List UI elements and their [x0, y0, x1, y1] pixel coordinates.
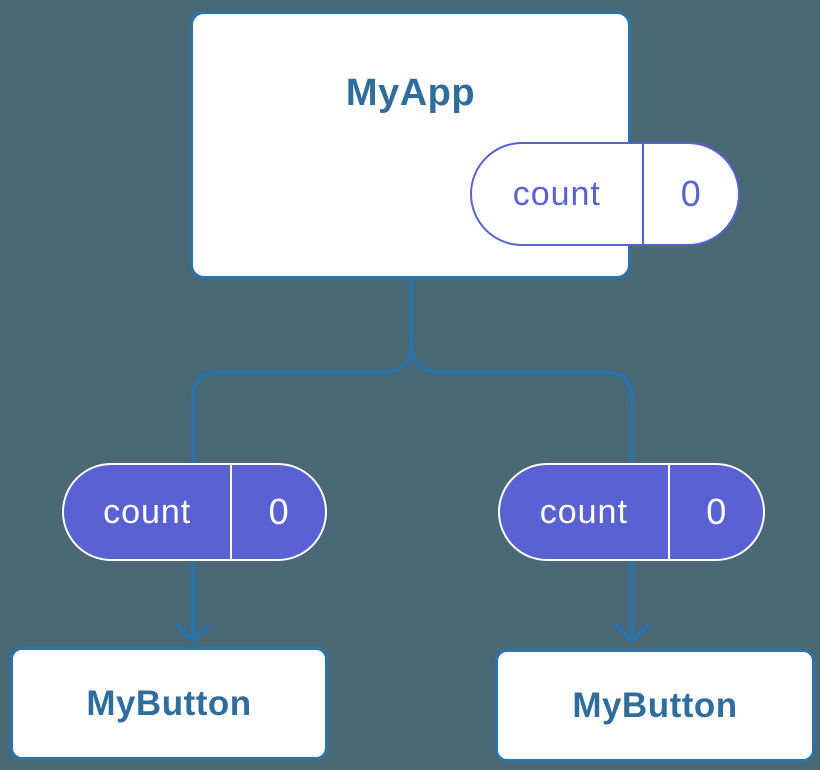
node-mybutton-title: MyButton	[572, 685, 738, 725]
node-myapp: MyApp count 0	[190, 11, 740, 279]
prop-pill-value-cell: 0	[232, 465, 325, 559]
prop-pill-name-cell: count	[64, 465, 233, 559]
state-value: 0	[680, 173, 701, 214]
prop-pill-name-cell: count	[500, 465, 670, 559]
prop-pill-value-cell: 0	[670, 465, 763, 559]
prop-name: count	[539, 492, 628, 531]
state-name: count	[512, 174, 601, 213]
node-mybutton-left: MyButton	[10, 647, 328, 760]
state-pill-myapp: count 0	[470, 142, 740, 246]
state-pill-name-cell: count	[472, 144, 644, 244]
arrow-down-icon	[175, 559, 211, 644]
prop-value: 0	[706, 491, 727, 532]
prop-pill-right: count 0	[498, 463, 765, 561]
node-myapp-title: MyApp	[345, 72, 476, 114]
parent-child-connector	[191, 279, 634, 465]
node-mybutton-right: MyButton	[495, 649, 815, 762]
node-mybutton-title: MyButton	[86, 683, 252, 723]
prop-name: count	[103, 492, 192, 531]
prop-pill-left: count 0	[62, 463, 327, 561]
prop-value: 0	[268, 491, 289, 532]
arrow-down-icon	[614, 559, 650, 644]
state-pill-value-cell: 0	[644, 144, 738, 244]
